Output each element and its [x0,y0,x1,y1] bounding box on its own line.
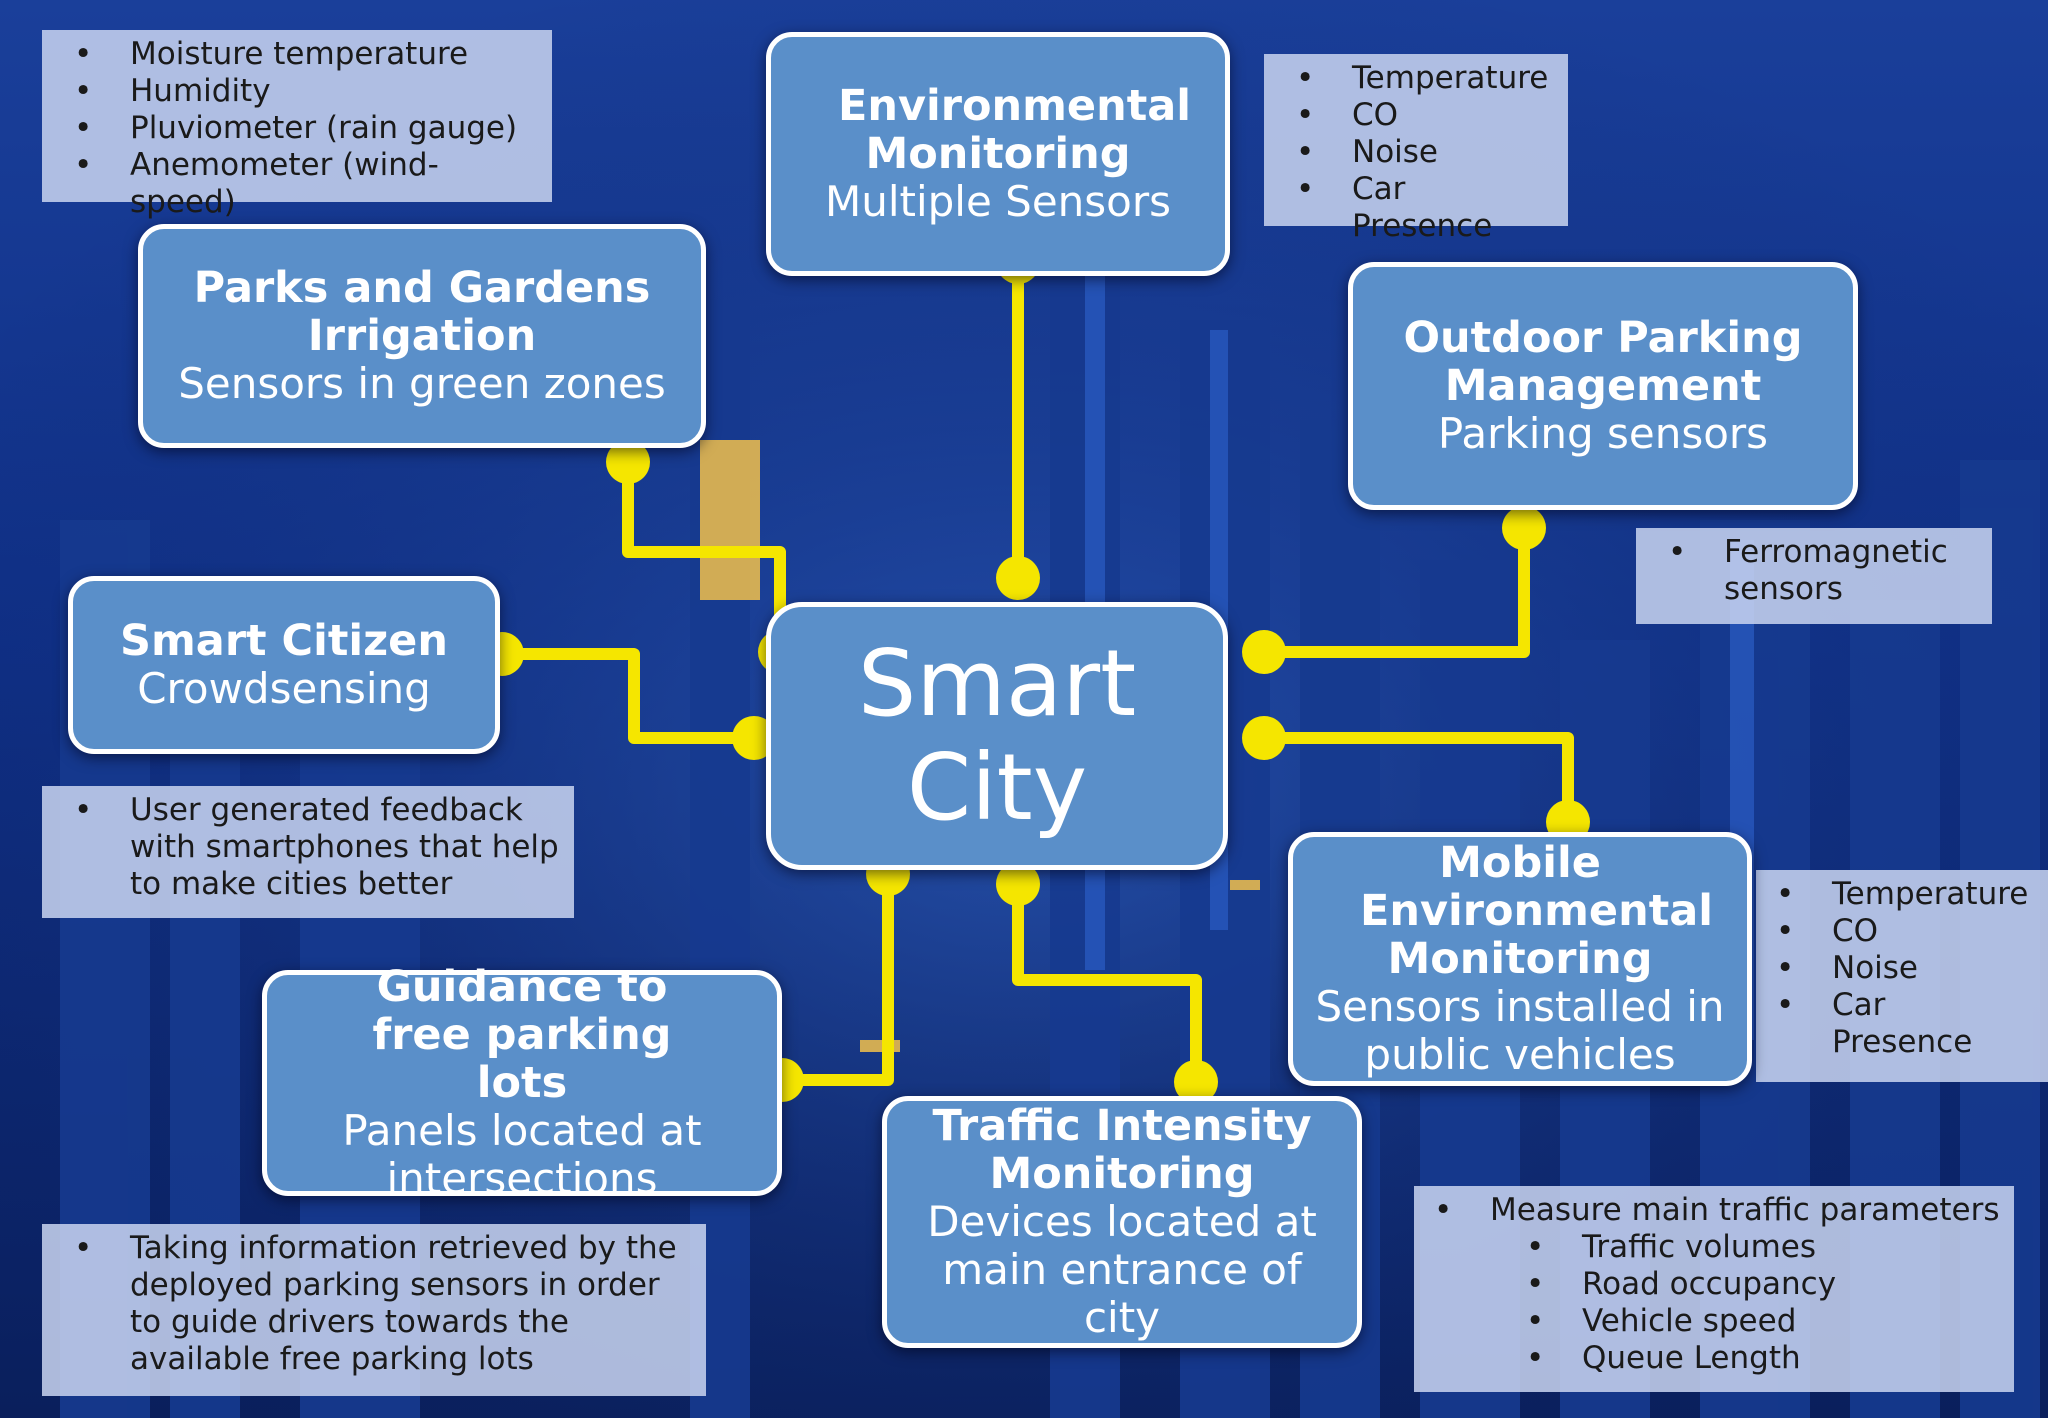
node-title: Environmental Monitoring [838,81,1192,179]
list-item: Temperature [1296,60,1554,97]
node-subtitle: Parking sensors [1437,409,1769,458]
node-title: Traffic Intensity Monitoring [932,1101,1312,1199]
connector-parks [622,462,786,652]
note-env-list: Temperature CO Noise Car Presence [1278,60,1554,245]
connector-dot [996,862,1040,906]
node-subtitle: Crowdsensing [137,664,431,713]
connector-mobile [1264,732,1574,822]
list-item: Vehicle speed [1526,1303,2000,1340]
node-smart-city: Smart City [766,602,1228,870]
note-citizen: User generated feedback with smartphones… [42,786,574,918]
node-subtitle: Devices located at main entrance of city [927,1197,1317,1342]
node-subtitle: Multiple Sensors [824,177,1172,226]
node-subtitle: Panels located at intersections [342,1106,702,1203]
node-title: Smart Citizen [120,616,448,666]
note-guidance-list: Taking information retrieved by the depl… [56,1230,692,1378]
node-title: Parks and Gardens Irrigation [193,263,651,361]
node-subtitle: Sensors installed in public vehicles [1315,982,1725,1079]
list-item: Noise [1776,950,2034,987]
connector-traffic [1012,884,1202,1082]
node-traffic-intensity: Traffic Intensity Monitoring Devices loc… [882,1096,1362,1348]
note-citizen-list: User generated feedback with smartphones… [56,792,560,903]
list-item: Ferromagnetic sensors [1668,534,1978,608]
list-item: Moisture temperature [74,36,538,73]
list-item: Road occupancy [1526,1266,2000,1303]
connector-dot [606,440,650,484]
node-title: Guidance to free parking lots [372,962,672,1108]
note-parks-sensors: Moisture temperature Humidity Pluviomete… [42,30,552,220]
connector-citizen [502,648,754,744]
connector-dot [1502,506,1546,550]
node-subtitle: Sensors in green zones [178,359,666,408]
connector-dot [1174,1060,1218,1104]
list-item: Car Presence [1296,171,1554,245]
list-item: Traffic volumes [1526,1229,2000,1266]
node-guidance-parking: Guidance to free parking lots Panels loc… [262,963,782,1203]
center-line-1: Smart [857,630,1137,737]
node-parks-irrigation: Parks and Gardens Irrigation Sensors in … [138,224,706,448]
connector-dot [1242,716,1286,760]
note-traffic-list: Measure main traffic parameters [1428,1192,2000,1229]
note-traffic-sublist: Traffic volumes Road occupancy Vehicle s… [1428,1229,2000,1377]
note-traffic-parameters: Measure main traffic parameters Traffic … [1414,1186,2014,1392]
connector-dot [732,716,776,760]
node-outdoor-parking: Outdoor Parking Management Parking senso… [1348,262,1858,510]
list-item: Queue Length [1526,1340,2000,1377]
list-item: Pluviometer (rain gauge) [74,110,538,147]
center-line-2: City [906,734,1088,841]
node-title: Mobile Environmental Monitoring [1360,838,1714,984]
list-item: Measure main traffic parameters [1434,1192,2000,1229]
connector-parking [1264,528,1530,658]
note-guidance: Taking information retrieved by the depl… [42,1224,706,1396]
list-item: CO [1296,97,1554,134]
list-item: Anemometer (wind-speed) [74,147,538,221]
connector-dot [996,556,1040,600]
node-title: Outdoor Parking Management [1403,313,1803,411]
list-item: Car Presence [1776,987,2034,1061]
list-item: Temperature [1776,876,2034,913]
list-item: Humidity [74,73,538,110]
node-mobile-environmental: Mobile Environmental Monitoring Sensors … [1288,832,1752,1086]
list-item: Noise [1296,134,1554,171]
list-item: User generated feedback with smartphones… [74,792,560,903]
note-env-sensors: Temperature CO Noise Car Presence [1264,54,1568,244]
note-parking-list: Ferromagnetic sensors [1650,534,1978,608]
note-parking-sensors: Ferromagnetic sensors [1636,528,1992,624]
node-environmental-monitoring: Environmental Monitoring Multiple Sensor… [766,32,1230,276]
note-mobile-list: Temperature CO Noise Car Presence [1770,876,2034,1061]
list-item: Taking information retrieved by the depl… [74,1230,692,1378]
node-smart-citizen: Smart Citizen Crowdsensing [68,576,500,754]
connector-guidance [782,874,894,1086]
connector-dot [1242,630,1286,674]
list-item: CO [1776,913,2034,950]
note-parks-list: Moisture temperature Humidity Pluviomete… [56,36,538,221]
note-mobile-sensors: Temperature CO Noise Car Presence [1756,870,2048,1082]
